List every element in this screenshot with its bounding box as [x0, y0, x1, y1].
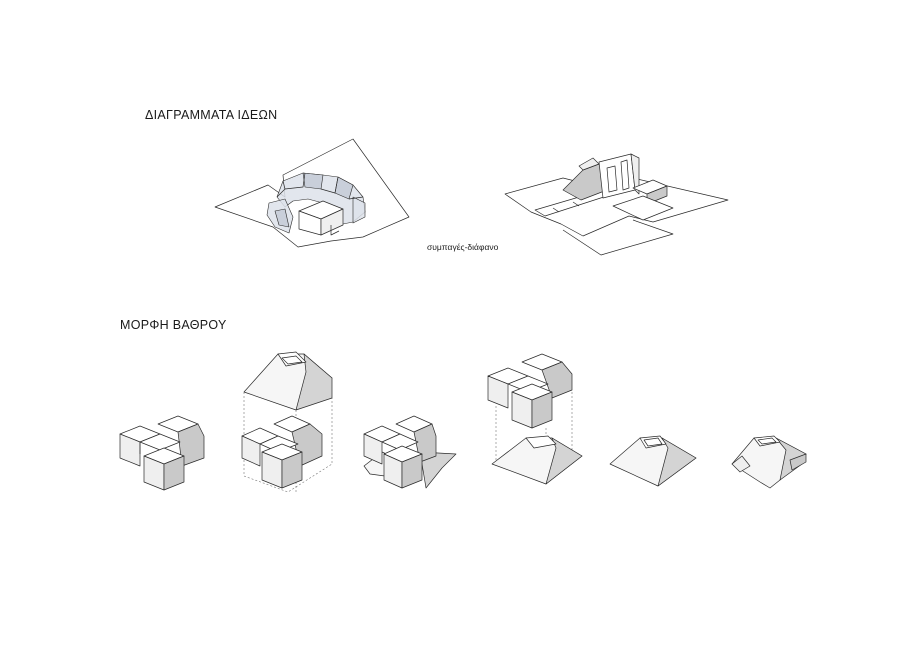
ideas-diagrams-title: ΔΙΑΓΡΑΜΜΑΤΑ ΙΔΕΩΝ: [145, 108, 278, 122]
idea-diagram-transparent: [214, 138, 410, 248]
depth-step-carved: [731, 435, 807, 489]
depth-step-cross-cubes: [119, 415, 205, 491]
idea-diagram-solid: [504, 153, 729, 256]
depth-form-title: ΜΟΡΦΗ ΒΑΘΡΟΥ: [120, 318, 227, 332]
depth-step-pyramid-outline: [241, 351, 333, 493]
depth-step-partial-pyramid: [363, 415, 457, 489]
depth-step-pyramid: [609, 435, 697, 487]
solid-transparent-caption: συμπαγές-διάφανο: [427, 242, 499, 252]
depth-step-exploded: [487, 353, 583, 485]
